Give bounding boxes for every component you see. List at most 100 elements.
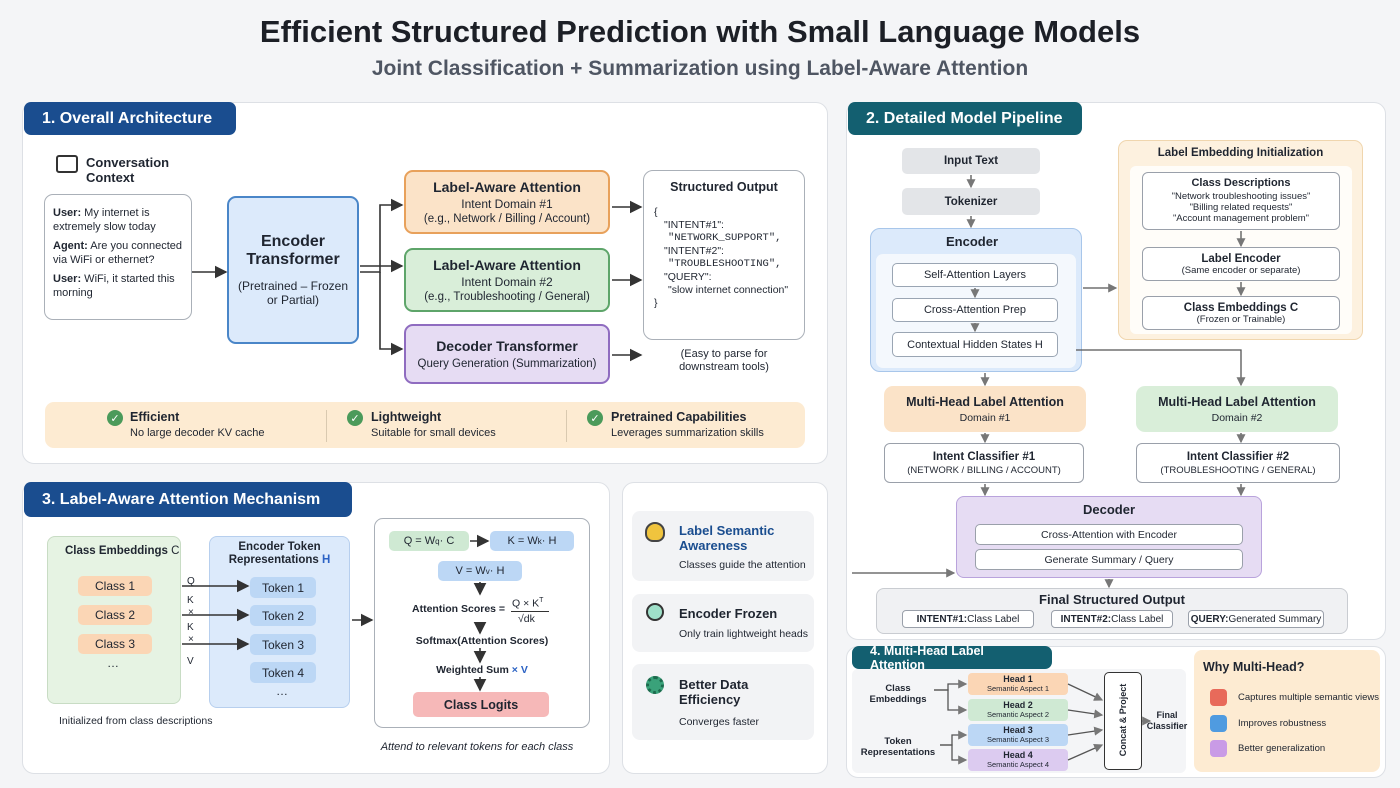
section-title-2: 2. Detailed Model Pipeline [848, 102, 1082, 135]
etr-symbol: H [322, 554, 331, 566]
benefit-desc: Suitable for small devices [371, 427, 496, 439]
section-title-1: 1. Overall Architecture [24, 102, 236, 135]
json-brace: } [654, 297, 658, 309]
decoder-transformer-box: Decoder Transformer Query Generation (Su… [404, 324, 610, 384]
laa-domain1-box: Label-Aware Attention Intent Domain #1 (… [404, 170, 610, 234]
le-sub: (Same encoder or separate) [1181, 264, 1301, 276]
mh-attention-domain1: Multi-Head Label Attention Domain #1 [884, 386, 1086, 432]
json-brace: { [654, 206, 658, 218]
intent-classifier-2: Intent Classifier #2 (TROUBLESHOOTING / … [1136, 443, 1340, 483]
mh2-sub: Domain #2 [1211, 411, 1263, 424]
section-title-3: 3. Label-Aware Attention Mechanism [24, 482, 352, 517]
intent-classifier-1: Intent Classifier #1 (NETWORK / BILLING … [884, 443, 1084, 483]
encoder-layer: Cross-Attention Prep [892, 298, 1058, 322]
benefit-title: Efficient [130, 410, 180, 424]
encoder-sub: (Pretrained – Frozen or Partial) [237, 279, 349, 307]
head-sub: Semantic Aspect 2 [986, 710, 1050, 719]
final-key: INTENT#2: [1060, 613, 1112, 625]
laa1-example: (e.g., Network / Billing / Account) [423, 213, 591, 225]
benefits-bar [45, 402, 805, 448]
attention-scores-label: Attention Scores = [412, 603, 506, 615]
benefit-card [632, 511, 814, 581]
json-key: "QUERY": [664, 271, 712, 283]
dec-title: Decoder Transformer [436, 338, 578, 354]
json-key: "INTENT#1": [664, 219, 724, 231]
benefit-desc: No large decoder KV cache [130, 427, 265, 439]
final-value: Class Label [967, 613, 1020, 625]
class-descriptions-box: Class Descriptions "Network troubleshoot… [1142, 172, 1340, 230]
cd-title: Class Descriptions [1191, 177, 1291, 189]
decoder-item: Cross-Attention with Encoder [975, 524, 1243, 545]
weighted-sum-label: Weighted Sum × V [374, 664, 590, 676]
why-item: Captures multiple semantic views [1238, 692, 1379, 703]
speaker-label: User: [53, 273, 82, 285]
qkv-letter: Q [187, 576, 195, 587]
benefit-desc: Leverages summarization skills [611, 427, 764, 439]
lightbulb-icon [645, 522, 665, 542]
qkv-letter: V [187, 656, 194, 667]
message-text: Are you connected via WiFi or ethernet? [53, 240, 183, 266]
final-output-item: INTENT#2: Class Label [1051, 610, 1173, 628]
robust-icon [1210, 715, 1227, 732]
views-icon [1210, 689, 1227, 706]
side-title: Better Data Efficiency [679, 677, 749, 707]
token-chip: Token 4 [250, 662, 316, 683]
encoder-title: Encoder Transformer [246, 233, 340, 268]
speaker-label: User: [53, 207, 82, 219]
ce-symbol: C [171, 545, 180, 557]
ce-title-text: Class Embeddings [65, 545, 168, 557]
class-embeddings-label: Class Embeddings C [65, 545, 179, 557]
qkv-letter: × [188, 634, 194, 645]
etr-title: Encoder Token Representations [228, 541, 321, 566]
fraction-line [511, 611, 549, 612]
ce-sub: (Frozen or Trainable) [1196, 313, 1286, 325]
side-title: Label Semantic Awareness [679, 523, 775, 553]
input-class-embeddings: Class Embeddings [869, 683, 927, 705]
laa2-sub: Intent Domain #2 [461, 275, 553, 289]
attention-scores-numerator: Q × KT [512, 597, 543, 610]
side-desc: Only train lightweight heads [679, 628, 808, 640]
head-sub: Semantic Aspect 4 [986, 760, 1050, 769]
side-desc: Converges faster [679, 716, 759, 728]
q-end: · C [439, 535, 455, 547]
ce-title: Class Embeddings C [1183, 301, 1299, 314]
structured-output-title: Structured Output [670, 180, 778, 194]
message-text: WiFi, it started this morning [53, 273, 175, 299]
benefit-title: Lightweight [371, 410, 442, 424]
token-ellipsis: … [276, 684, 288, 698]
as-num: Q × K [512, 597, 540, 610]
section-title-4: 4. Multi-Head Label Attention [852, 644, 1052, 672]
final-key: QUERY: [1190, 613, 1229, 625]
page-subtitle: Joint Classification + Summarization usi… [371, 57, 1029, 80]
check-icon: ✓ [107, 410, 123, 426]
as-sup: T [539, 597, 544, 604]
label-encoder-box: Label Encoder (Same encoder or separate) [1142, 247, 1340, 281]
chat-icon [56, 155, 78, 173]
message-text: My internet is extremely slow today [53, 207, 156, 233]
check-icon: ✓ [587, 410, 603, 426]
token-chip: Token 1 [250, 577, 316, 598]
conversation-context-title: Conversation Context [86, 155, 170, 185]
final-output-item: INTENT#1: Class Label [902, 610, 1034, 628]
benefit-card [632, 594, 814, 652]
json-key: "INTENT#2": [664, 245, 724, 257]
softmax-label: Softmax(Attention Scores) [415, 635, 549, 647]
check-icon: ✓ [347, 410, 363, 426]
side-desc: Classes guide the attention [679, 559, 806, 571]
final-value: Generated Summary [1228, 613, 1322, 625]
head-sub: Semantic Aspect 3 [986, 735, 1050, 744]
encoder-layer: Contextual Hidden States H [892, 332, 1058, 357]
final-value: Class Label [1111, 613, 1164, 625]
benefit-title: Pretrained Capabilities [611, 410, 747, 424]
wsum-x: × V [511, 664, 528, 676]
q-text: Q = W [403, 535, 436, 547]
ic1-title: Intent Classifier #1 [932, 450, 1036, 463]
decoder-label: Decoder [1082, 502, 1136, 517]
head-title: Head 1 [1003, 674, 1033, 684]
qkv-letter: K [187, 595, 194, 606]
